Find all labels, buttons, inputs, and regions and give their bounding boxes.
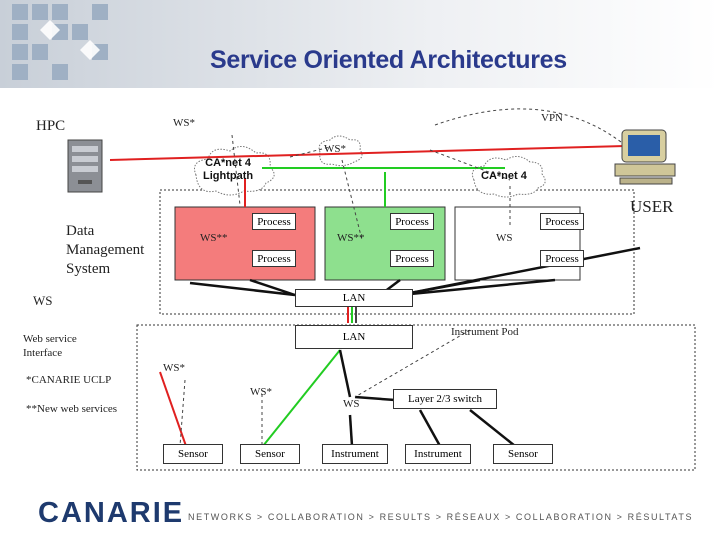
device-instrument-1[interactable]: Instrument bbox=[322, 444, 388, 464]
cluster-green-ws: WS** bbox=[337, 232, 365, 244]
data-mgmt-line1: Data bbox=[66, 223, 95, 239]
wsstar-cloud bbox=[318, 135, 363, 167]
cluster-green-process-bottom[interactable]: Process bbox=[390, 250, 434, 267]
legend-canarie: *CANARIE UCLP bbox=[26, 374, 112, 386]
ws-star-mid-label: WS* bbox=[324, 143, 346, 155]
cluster-red-process-top[interactable]: Process bbox=[252, 213, 296, 230]
instrument-pod-label: Instrument Pod bbox=[451, 326, 519, 338]
ws-pod-label: WS bbox=[343, 398, 360, 410]
web-service-line1: Web service bbox=[23, 333, 77, 345]
device-sensor-1[interactable]: Sensor bbox=[163, 444, 223, 464]
data-mgmt-label: Data Management System bbox=[66, 222, 144, 279]
lightpath-line1: CA*net 4 bbox=[205, 157, 251, 169]
cluster-red-process-bottom[interactable]: Process bbox=[252, 250, 296, 267]
canet-cloud-label: CA*net 4 bbox=[481, 170, 527, 182]
cluster-green-process-top[interactable]: Process bbox=[390, 213, 434, 230]
device-sensor-2[interactable]: Sensor bbox=[240, 444, 300, 464]
cluster-right-process-top[interactable]: Process bbox=[540, 213, 584, 230]
corner-pattern-icon bbox=[0, 0, 720, 88]
hpc-computer-icon bbox=[67, 139, 103, 193]
instrument-pod-frame bbox=[136, 324, 696, 471]
page-title: Service Oriented Architectures bbox=[210, 46, 567, 74]
top-domain-frame bbox=[159, 189, 635, 315]
lightpath-cloud-label: CA*net 4 Lightpath bbox=[203, 157, 253, 183]
lightpath-cloud bbox=[194, 146, 275, 196]
device-sensor-3[interactable]: Sensor bbox=[493, 444, 553, 464]
ws-star-top-label: WS* bbox=[173, 117, 195, 129]
hpc-label: HPC bbox=[36, 118, 66, 134]
lightpath-line2: Lightpath bbox=[203, 170, 254, 182]
ws-star-pod-left: WS* bbox=[163, 362, 185, 374]
web-service-line2: Interface bbox=[23, 347, 63, 359]
user-label: USER bbox=[630, 197, 674, 216]
canarie-logo: CANARIE bbox=[38, 497, 185, 529]
layer-switch[interactable]: Layer 2/3 switch bbox=[393, 389, 497, 409]
data-mgmt-line3: System bbox=[66, 261, 111, 277]
cluster-right bbox=[454, 206, 581, 281]
ws-left-label: WS bbox=[33, 293, 53, 308]
cluster-right-process-bottom[interactable]: Process bbox=[540, 250, 584, 267]
legend-new-services: **New web services bbox=[26, 403, 118, 415]
web-service-label: Web service Interface bbox=[23, 332, 77, 360]
vpn-label: VPN bbox=[541, 112, 564, 124]
ws-star-pod-mid: WS* bbox=[250, 386, 272, 398]
user-workstation-icon bbox=[614, 129, 676, 185]
data-mgmt-line2: Management bbox=[66, 242, 145, 258]
device-instrument-2[interactable]: Instrument bbox=[405, 444, 471, 464]
cluster-right-ws: WS bbox=[496, 232, 513, 244]
lan-bottom-bar[interactable]: LAN bbox=[295, 325, 413, 349]
lan-top-bar[interactable]: LAN bbox=[295, 289, 413, 307]
cluster-red-ws: WS** bbox=[200, 232, 228, 244]
canet-cloud bbox=[471, 156, 546, 198]
footer-tagline: NETWORKS > COLLABORATION > RESULTS > RÉS… bbox=[188, 512, 694, 522]
